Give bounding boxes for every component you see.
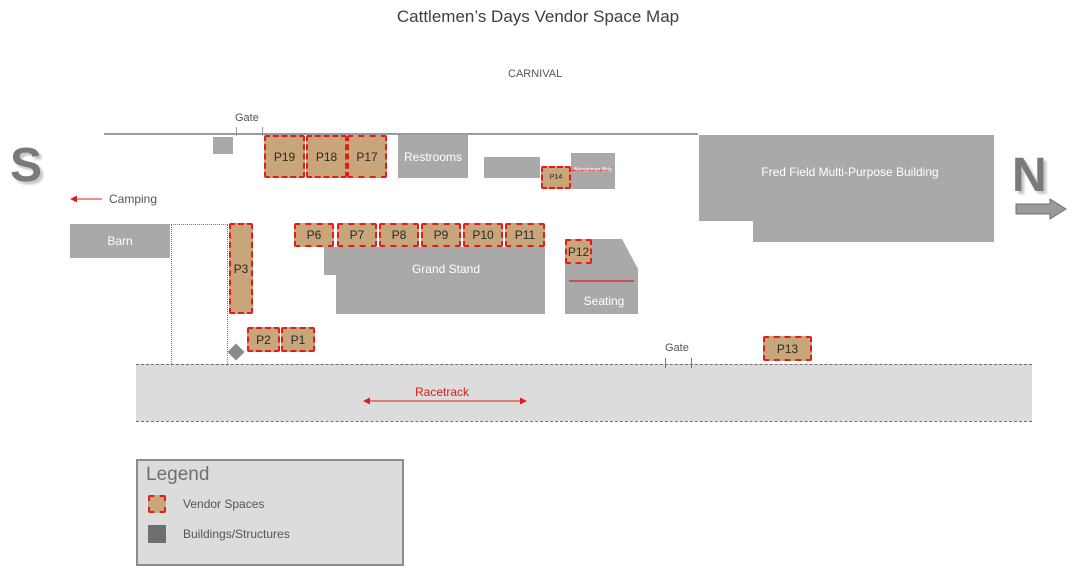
vendor-space-p1[interactable]: P1 — [281, 327, 315, 352]
barn-building — [70, 224, 170, 258]
gate-post-left — [236, 127, 237, 136]
legend-box: Legend Vendor Spaces Buildings/Structure… — [136, 459, 404, 566]
dotted-path-right — [227, 224, 228, 364]
restrooms-building — [398, 135, 468, 178]
vendor-space-p19[interactable]: P19 — [264, 135, 305, 178]
legend-building-label: Buildings/Structures — [183, 527, 290, 541]
vendor-space-p14[interactable]: P14 — [541, 166, 571, 189]
vendor-space-p13[interactable]: P13 — [763, 336, 812, 361]
grand-stand-bottom — [336, 274, 545, 314]
vendor-space-p17[interactable]: P17 — [347, 135, 387, 178]
vendor-space-p6[interactable]: P6 — [294, 223, 334, 247]
vendor-space-p3[interactable]: P3 — [229, 223, 253, 314]
gate-top-label: Gate — [235, 112, 259, 124]
small-structure — [213, 137, 233, 154]
vendor-space-p12[interactable]: P12 — [565, 239, 592, 264]
gate-post-right — [262, 127, 263, 136]
vendor-space-p18[interactable]: P18 — [306, 135, 347, 178]
grand-stand-top — [324, 247, 545, 275]
racetrack-arrow-icon — [363, 397, 527, 405]
fred-field-building-top — [699, 135, 994, 221]
mengelman-building — [571, 153, 615, 189]
gate-bottom-post-left — [665, 358, 666, 368]
small-building — [484, 157, 540, 178]
vendor-space-p11[interactable]: P11 — [505, 223, 545, 247]
gate-bottom-post-right — [691, 358, 692, 368]
legend-vendor-swatch — [148, 495, 166, 513]
grand-stand-label: Grand Stand — [411, 262, 481, 276]
north-arrow-icon — [1015, 198, 1067, 220]
racetrack-top-border — [136, 364, 1032, 365]
vendor-space-p8[interactable]: P8 — [379, 223, 419, 247]
seating-label: Seating — [583, 294, 625, 308]
restrooms-label: Restrooms — [403, 149, 462, 164]
legend-building-swatch — [148, 525, 166, 543]
racetrack-label: Racetrack — [415, 385, 470, 399]
dotted-path-left — [171, 224, 172, 364]
camping-arrow-icon — [70, 195, 102, 203]
gate-bottom-label: Gate — [665, 342, 689, 354]
legend-title: Legend — [146, 464, 210, 485]
top-fence-line — [104, 133, 698, 135]
mengelman-label: Mengelman Bldg — [574, 166, 612, 173]
vendor-space-p9[interactable]: P9 — [421, 223, 461, 247]
barn-label: Barn — [107, 234, 133, 248]
camping-label: Camping — [109, 192, 158, 206]
legend-vendor-label: Vendor Spaces — [183, 497, 265, 511]
map-title: Cattlemen’s Days Vendor Space Map — [396, 7, 680, 26]
south-label: S — [10, 139, 43, 192]
carnival-label: CARNIVAL — [508, 68, 563, 80]
vendor-space-p7[interactable]: P7 — [337, 223, 377, 247]
fred-field-label: Fred Field Multi-Purpose Building — [761, 165, 939, 179]
fred-field-building-bottom — [753, 215, 994, 242]
dotted-path-top — [171, 224, 228, 225]
vendor-space-p2[interactable]: P2 — [247, 327, 280, 352]
mengelman-red-line — [572, 170, 610, 171]
diamond-marker — [227, 343, 245, 361]
racetrack-bottom-border — [136, 421, 1032, 422]
racetrack-area — [136, 364, 1032, 421]
north-label: N — [1012, 149, 1047, 202]
vendor-space-p10[interactable]: P10 — [463, 223, 503, 247]
